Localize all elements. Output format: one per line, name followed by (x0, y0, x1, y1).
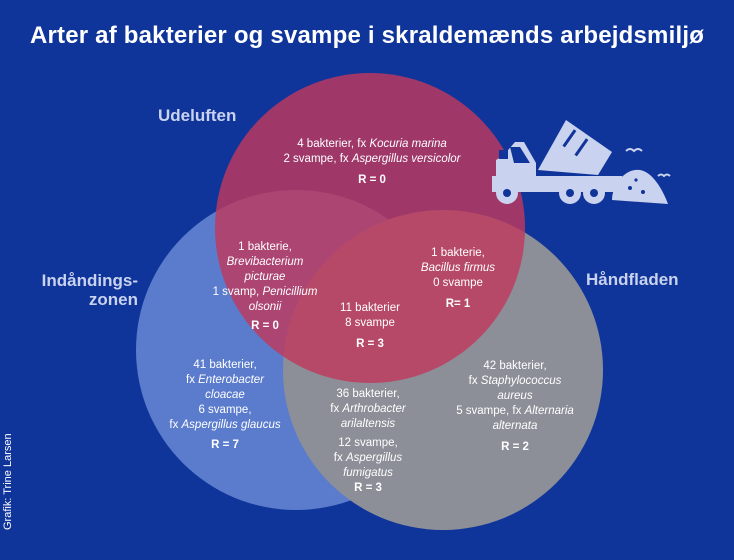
region-hand-only: 42 bakterier, fx Staphylococcus aureus 5… (440, 359, 590, 455)
r-value: R = 3 (354, 482, 382, 494)
region-udeluften-only: 4 bakterier, fx Kocuria marina 2 svampe,… (262, 137, 482, 188)
region-line: 5 svampe, fx Alternaria (456, 405, 574, 417)
region-line: fx Aspergillus (333, 452, 403, 464)
circle-udeluften (215, 73, 525, 383)
graphic-credit: Grafik: Trine Larsen (2, 433, 14, 530)
r-value: R = 0 (251, 320, 279, 332)
page-title: Arter af bakterier og svampe i skraldemæ… (29, 22, 705, 49)
set-label-indandingszonen-line1: Indåndings- (41, 271, 138, 290)
region-indanding-hand: 36 bakterier, fx Arthrobacter arilaltens… (308, 387, 428, 496)
region-line: 1 svamp, Penicillium (212, 286, 318, 298)
region-line: fx Enterobacter (186, 374, 264, 386)
region-ude-hand: 1 bakterie, Bacillus firmus 0 svampe R= … (398, 246, 518, 312)
region-line: fx Aspergillus glaucus (169, 419, 281, 431)
region-line: fx Staphylococcus (468, 375, 562, 387)
region-all-three: 11 bakterier 8 svampe R = 3 (315, 301, 425, 352)
r-value: R = 7 (211, 439, 239, 451)
set-label-indandingszonen-line2: zonen (88, 290, 138, 309)
region-line: fx Arthrobacter (330, 403, 406, 415)
r-value: R = 2 (501, 441, 529, 453)
r-value: R = 3 (356, 338, 384, 350)
r-value: R = 0 (358, 174, 386, 186)
region-line: 2 svampe, fx Aspergillus versicolor (283, 153, 461, 165)
set-label-handfladen: Håndfladen (586, 270, 679, 289)
r-value: R= 1 (445, 298, 471, 310)
region-ude-indanding: 1 bakterie, Brevibacterium picturae 1 sv… (200, 240, 330, 334)
set-label-indandingszonen: Indåndings- zonen (32, 271, 138, 309)
set-label-udeluften: Udeluften (158, 106, 237, 125)
region-indanding-only: 41 bakterier, fx Enterobacter cloacae 6 … (150, 358, 300, 453)
region-line: 4 bakterier, fx Kocuria marina (297, 138, 447, 150)
garbage-truck-icon (492, 120, 671, 204)
